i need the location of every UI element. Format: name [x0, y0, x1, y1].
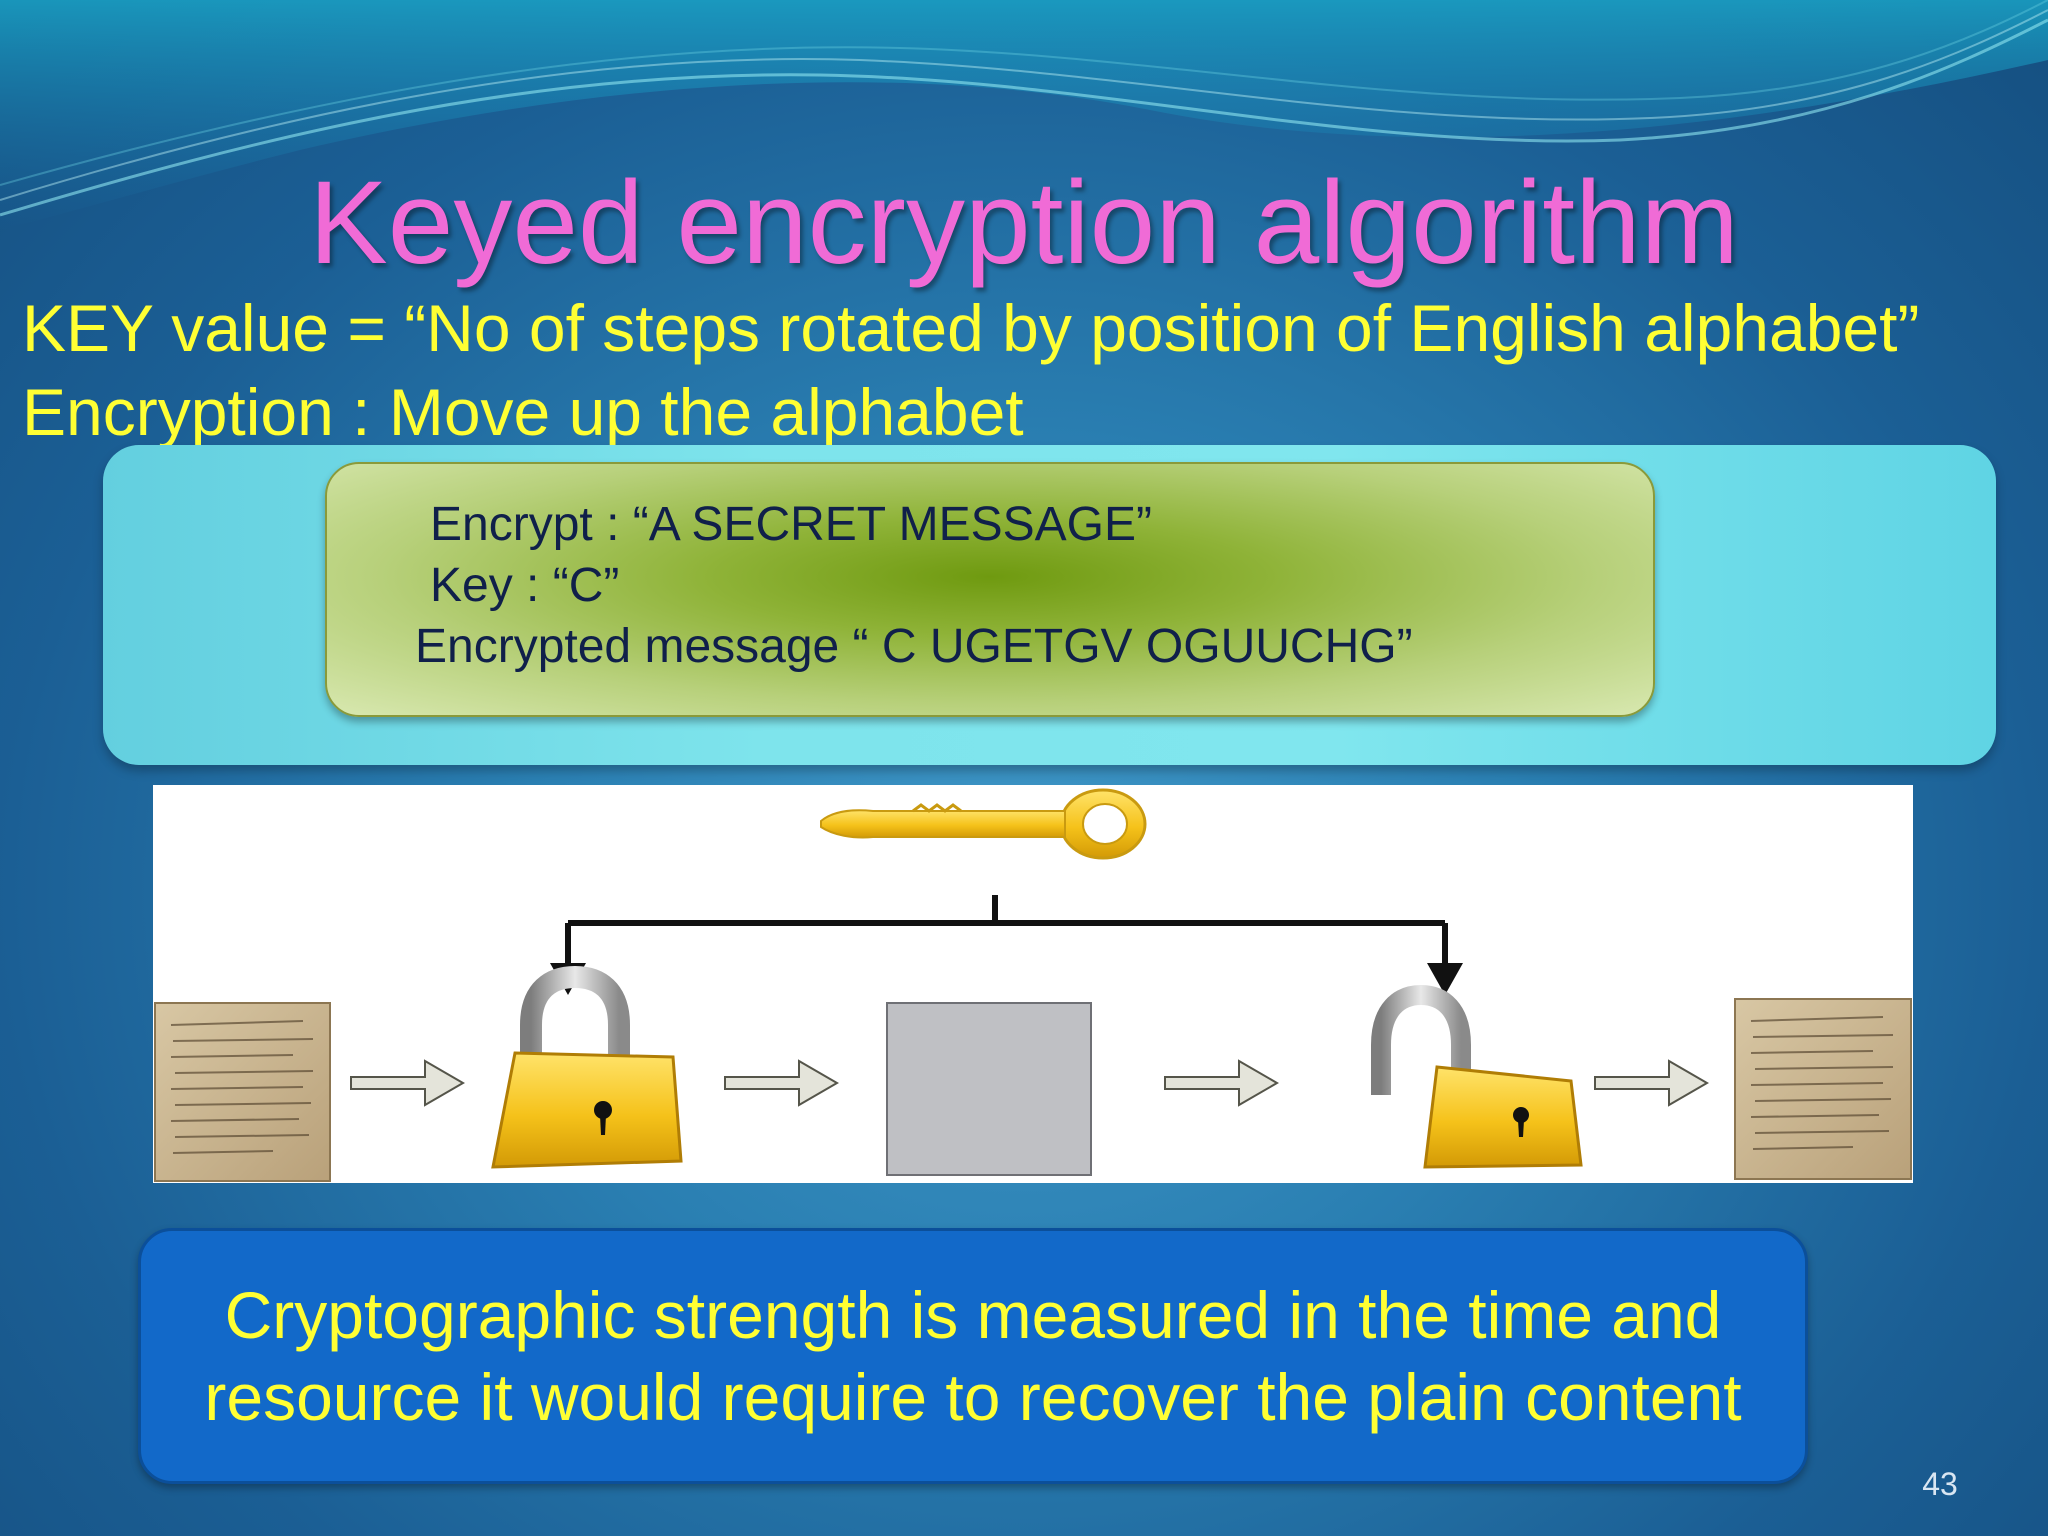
encrypt-key: Key : “C”: [430, 559, 620, 612]
strength-note: Cryptographic strength is measured in th…: [138, 1228, 1808, 1484]
arrow-right-icon: [724, 1059, 839, 1107]
strength-note-line-1: Cryptographic strength is measured in th…: [224, 1278, 1722, 1352]
arrow-right-icon: [1594, 1059, 1709, 1107]
encrypt-plaintext: Encrypt : “A SECRET MESSAGE”: [430, 498, 1152, 551]
strength-note-line-2: resource it would require to recover the…: [204, 1360, 1742, 1434]
arrow-down-icon: [1427, 963, 1463, 995]
example-box: Encrypt : “A SECRET MESSAGE” Key : “C” E…: [325, 462, 1655, 717]
document-icon: [154, 1002, 331, 1182]
document-icon: [1734, 998, 1912, 1180]
arrow-right-icon: [350, 1059, 465, 1107]
slide-title: Keyed encryption algorithm: [309, 157, 1739, 289]
encrypted-message: Encrypted message “ C UGETGV OGUUCHG”: [415, 620, 1413, 673]
encryption-rule: Encryption : Move up the alphabet: [22, 375, 1024, 449]
padlock-unlocked-icon: [1371, 984, 1583, 1169]
key-value-definition: KEY value = “No of steps rotated by posi…: [22, 291, 1920, 365]
key-connector: [565, 895, 1448, 965]
page-number: 43: [1922, 1466, 1958, 1502]
ciphertext-box-icon: [886, 1002, 1092, 1176]
arrow-right-icon: [1164, 1059, 1279, 1107]
diagram-canvas: [154, 788, 1912, 1182]
key-icon: [820, 788, 1147, 860]
header-waves: [0, 0, 2048, 230]
padlock-locked-icon: [491, 965, 683, 1169]
encryption-diagram: [153, 785, 1913, 1183]
